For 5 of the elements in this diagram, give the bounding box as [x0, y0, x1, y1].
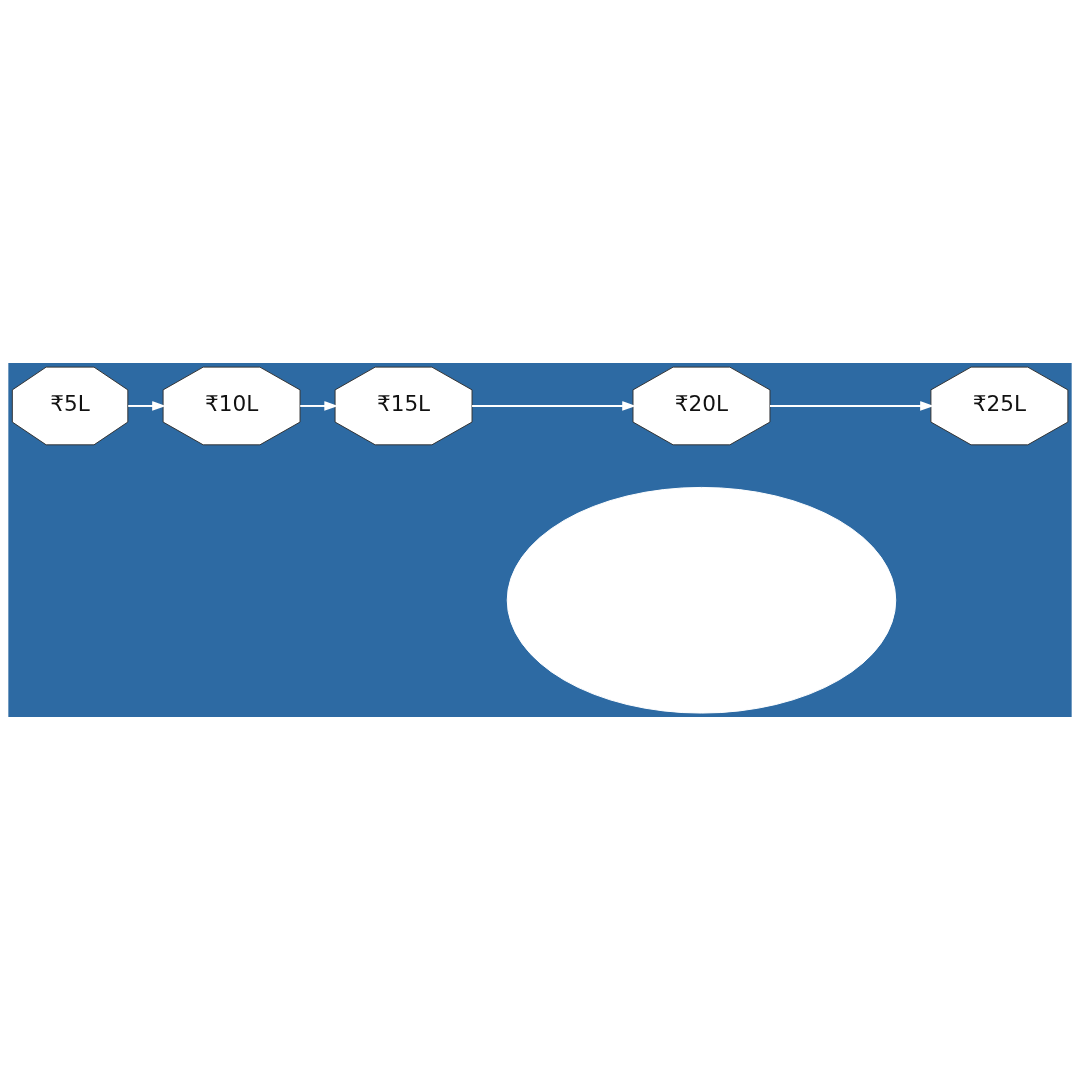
arrow	[471, 401, 636, 411]
arrow	[769, 401, 934, 411]
node-cloud	[506, 486, 897, 714]
arrow	[299, 401, 339, 411]
arrow	[127, 401, 166, 411]
